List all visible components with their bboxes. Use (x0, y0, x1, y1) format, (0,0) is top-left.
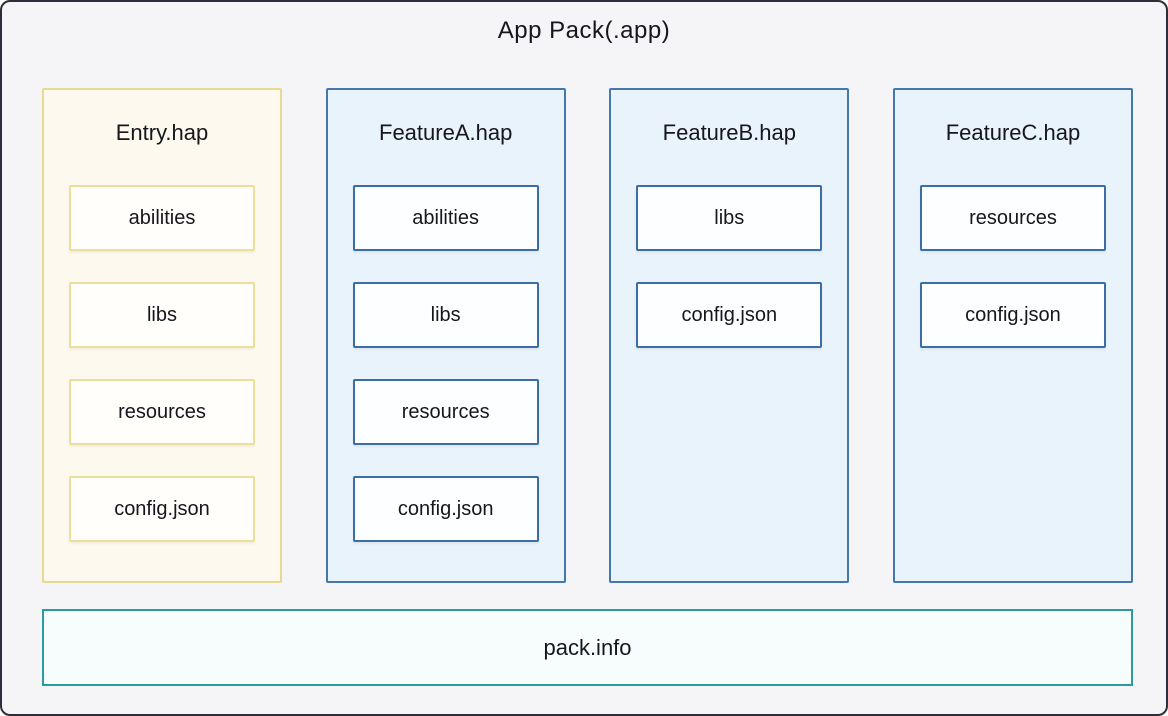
hap-item-list: abilities libs resources config.json (44, 185, 280, 542)
hap-item-abilities: abilities (352, 185, 539, 251)
hap-item-resources: resources (352, 379, 539, 445)
hap-column-featurea: FeatureA.hap abilities libs resources config… (325, 88, 566, 583)
hap-item-libs: libs (69, 282, 255, 348)
pack-info-box: pack.info (42, 609, 1133, 686)
hap-column-title: FeatureB.hap (662, 120, 796, 145)
hap-item-list: resources config.json (895, 185, 1131, 348)
hap-column-title: FeatureC.hap (945, 120, 1081, 145)
diagram-title: App Pack(.app) (497, 17, 671, 44)
hap-item-config-json: config.json (919, 282, 1106, 348)
hap-item-config-json: config.json (69, 476, 255, 542)
hap-item-config-json: config.json (636, 282, 823, 348)
hap-item-libs: libs (636, 185, 823, 251)
hap-item-libs: libs (352, 282, 539, 348)
hap-item-config-json: config.json (352, 476, 539, 542)
hap-item-resources: resources (69, 379, 255, 445)
hap-columns: Entry.hap abilities libs resources config.js… (42, 88, 1133, 583)
pack-info-label: pack.info (543, 634, 632, 660)
hap-column-title: Entry.hap (115, 120, 209, 145)
hap-item-list: abilities libs resources config.json (328, 185, 564, 542)
hap-item-abilities: abilities (69, 185, 255, 251)
hap-column-title: FeatureA.hap (379, 120, 513, 145)
hap-item-list: libs config.json (611, 185, 847, 348)
hap-item-resources: resources (919, 185, 1106, 251)
hap-column-featureb: FeatureB.hap libs config.json (609, 88, 850, 583)
hap-column-entry: Entry.hap abilities libs resources config.js… (42, 88, 282, 583)
hap-column-featurec: FeatureC.hap resources config.json (892, 88, 1133, 583)
